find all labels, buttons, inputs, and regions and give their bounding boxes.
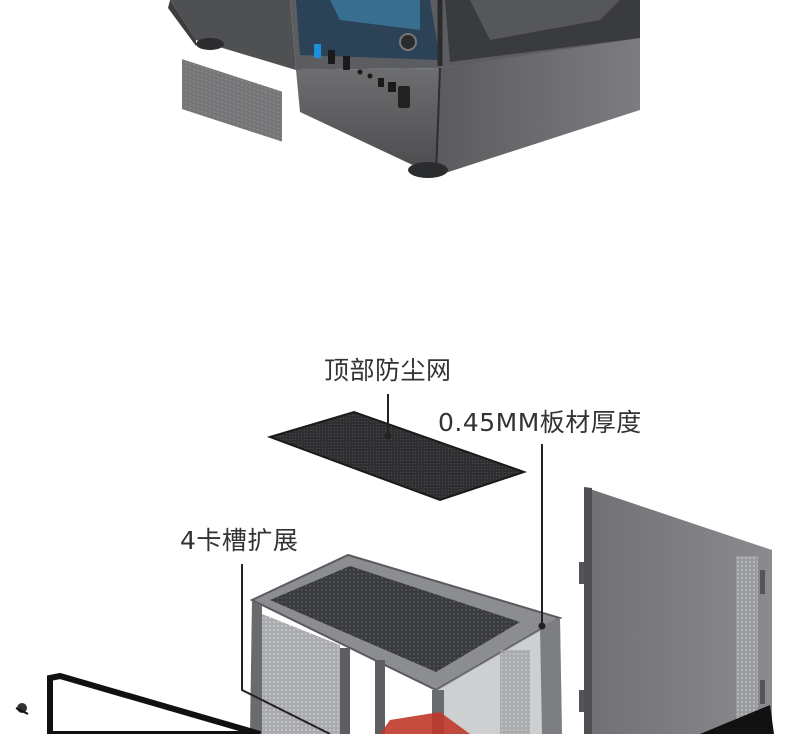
callout-top-dust-filter: 顶部防尘网 <box>324 356 452 385</box>
assembled-case <box>168 0 640 178</box>
callout-panel-thickness: 0.45MM板材厚度 <box>438 408 642 437</box>
screw-icon <box>15 703 29 715</box>
dust-filter-panel <box>266 410 528 502</box>
glass-panel <box>47 672 774 734</box>
usb3-port-icon <box>314 44 321 58</box>
side-panel <box>579 487 772 734</box>
callout-expansion-slots: 4卡槽扩展 <box>180 526 299 555</box>
callout-line-slots <box>241 564 331 734</box>
chassis-frame <box>249 553 563 734</box>
